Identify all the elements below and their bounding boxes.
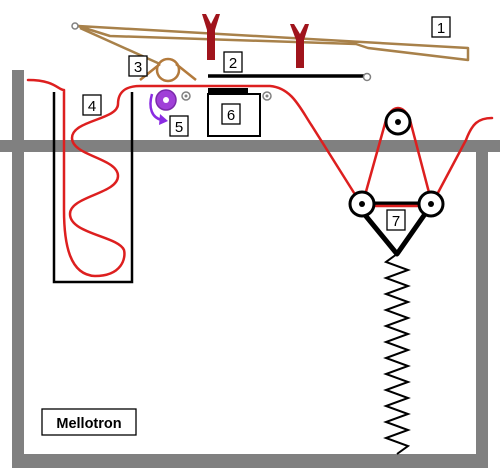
frame-right-wall <box>476 140 488 468</box>
tension-spring <box>383 253 411 455</box>
label-1: 1 <box>431 16 451 38</box>
guide-rollers <box>181 91 272 101</box>
label-1-text: 1 <box>437 20 445 37</box>
tape-storage-bin <box>52 92 134 284</box>
rotation-arrow-head <box>159 114 168 125</box>
pinch-roller-wheel <box>155 57 181 83</box>
housing-frame <box>0 70 500 468</box>
top-guide-roller-hub <box>395 119 401 125</box>
tension-assembly <box>353 201 435 455</box>
frame-bottom-bar <box>12 454 488 468</box>
pinch-roller-arm-right <box>175 63 197 81</box>
left-tension-roller-hub <box>359 201 365 207</box>
label-3-text: 3 <box>134 59 142 76</box>
pinch-roller <box>139 57 197 83</box>
frame-left-wall <box>12 70 24 468</box>
pressure-pad-arm <box>208 72 372 94</box>
label-2-text: 2 <box>229 55 237 72</box>
label-5-text: 5 <box>175 119 183 136</box>
capstan-hub <box>163 97 169 103</box>
right-tension-roller-hub <box>428 201 434 207</box>
key-lever-body <box>76 24 470 62</box>
label-3: 3 <box>128 55 148 77</box>
guide-roller-right-hub <box>265 94 269 98</box>
playback-head <box>207 93 261 137</box>
label-4: 4 <box>82 94 102 116</box>
tension-triangle <box>353 201 435 257</box>
right-pin <box>290 24 309 68</box>
tension-rollers <box>348 108 445 218</box>
pressure-pad <box>208 88 248 94</box>
capstan <box>149 89 177 125</box>
label-5: 5 <box>169 115 189 137</box>
diagram-name-box: Mellotron <box>41 408 137 436</box>
tape-main-run <box>26 78 364 278</box>
diagram-name-text: Mellotron <box>56 416 121 432</box>
left-pin <box>202 14 220 60</box>
label-2: 2 <box>223 51 243 73</box>
key-lever-pivot <box>71 22 79 30</box>
frame-top-bar <box>0 140 500 152</box>
lever-pins <box>202 14 309 68</box>
label-6: 6 <box>221 103 241 125</box>
label-7: 7 <box>386 209 406 231</box>
pinch-roller-arm-left <box>139 63 161 81</box>
label-6-text: 6 <box>227 107 235 124</box>
label-7-text: 7 <box>392 213 400 230</box>
guide-roller-left-hub <box>184 94 188 98</box>
label-4-text: 4 <box>88 98 96 115</box>
pressure-arm-pivot <box>362 72 372 82</box>
